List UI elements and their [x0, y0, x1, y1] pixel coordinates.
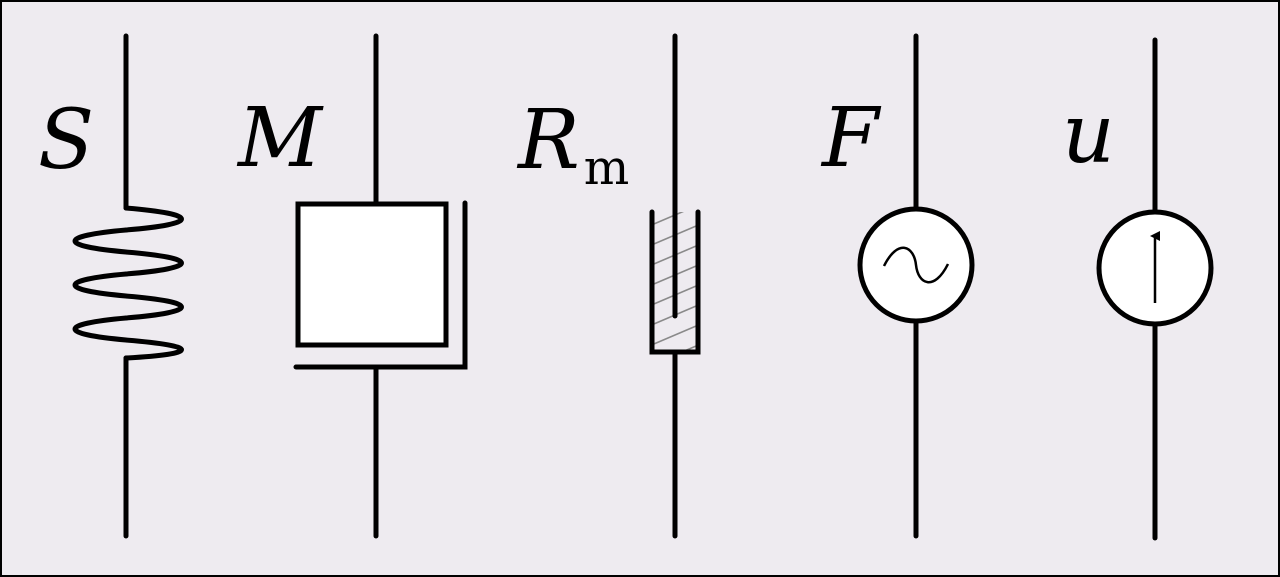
spring-element: S	[38, 33, 184, 539]
velocity-source-element: u	[1062, 37, 1214, 541]
mass-element: M	[236, 33, 468, 539]
mass-box-icon	[293, 33, 468, 539]
mass-label: M	[236, 91, 324, 186]
ac-source-icon	[857, 33, 975, 539]
damper-label-subscript: m	[584, 140, 630, 196]
velocity-source-label: u	[1062, 87, 1115, 182]
damper-element: Rm	[516, 33, 701, 539]
spring-zigzag-icon	[72, 33, 184, 539]
force-source-element: F	[820, 33, 975, 539]
dashpot-icon	[649, 33, 701, 539]
arrow-source-icon	[1096, 37, 1214, 541]
damper-label-main: R	[516, 93, 580, 188]
spring-label: S	[38, 93, 94, 188]
force-source-label: F	[820, 91, 882, 186]
damper-label: Rm	[516, 93, 629, 196]
